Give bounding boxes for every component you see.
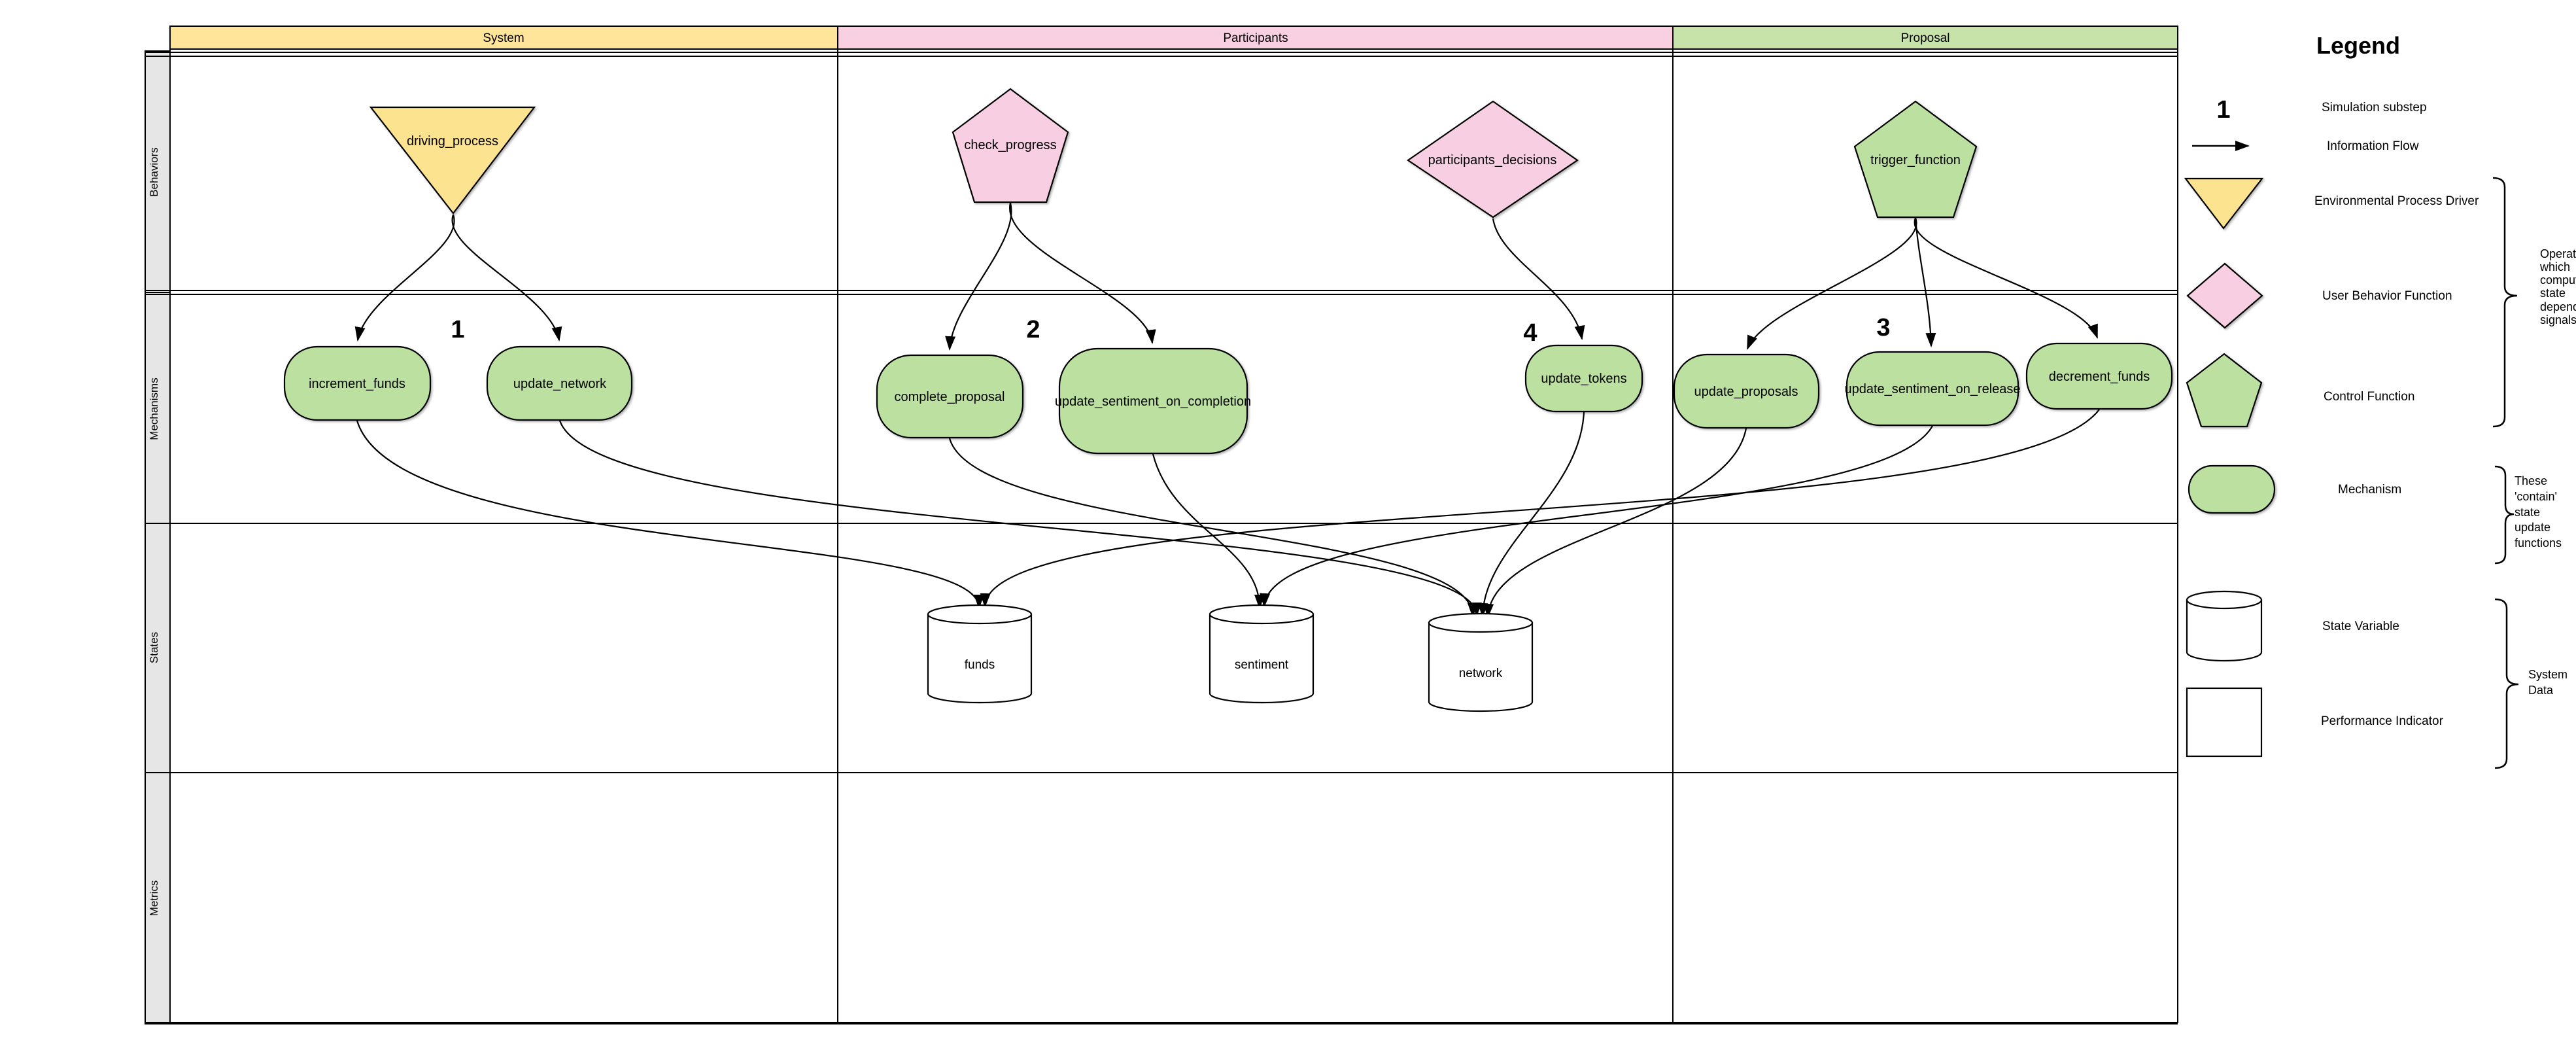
node-update-tokens[interactable] [1524,344,1643,413]
legend-item-user-behavior-function: User Behavior Function [2322,289,2452,303]
operators-brace [2492,177,2518,428]
node-participants-decisions-diamond[interactable] [1407,100,1579,219]
legend-item-environmental-process-driver: Environmental Process Driver [2314,194,2479,208]
legend-item-simulation-substep: Simulation substep [2322,101,2427,114]
edge-driving_process-increment_funds[interactable] [354,214,455,341]
node-check-progress-pentagon[interactable] [952,88,1069,203]
node-network-cylinder[interactable] [1428,612,1534,712]
node-label: funds [965,658,995,672]
user-behavior-function-icon[interactable] [2186,262,2263,329]
node-funds-cylinder[interactable] [927,604,1033,704]
edge-participants_decisions-update_tokens[interactable] [1492,218,1585,340]
information-flow-edges [354,202,2100,618]
substep-number-2: 2 [1026,316,1040,343]
legend-item-information-flow: Information Flow [2327,139,2419,153]
header-cell-proposal[interactable] [1672,26,2178,50]
edge-update_proposals-network[interactable] [1483,428,1747,618]
node-driving-process-triangle[interactable] [369,106,536,215]
row-label-mechanisms: Mechanisms [148,377,160,440]
row-label-states: States [148,632,160,663]
node-label: update_proposals [1694,385,1798,399]
legend-substep-symbol: 1 [2216,96,2230,124]
state-variable-icon[interactable] [2186,590,2263,662]
edge-check_progress-update_sentiment_on_completion[interactable] [1009,202,1156,344]
column-header-system: System [483,31,524,45]
edge-update_sentiment_on_completion-sentiment[interactable] [1152,453,1265,609]
edge-complete_proposal-network[interactable] [948,438,1478,618]
node-label: update_network [513,377,607,391]
row-label-behaviors: Behaviors [148,147,160,197]
row-label-metrics: Metrics [148,881,160,917]
node-label: complete_proposal [895,390,1005,404]
edge-increment_funds-funds[interactable] [356,420,984,609]
edge-decrement_funds-funds[interactable] [980,409,2100,608]
column-header-proposal: Proposal [1901,31,1950,45]
node-label: update_sentiment_on_release [1844,382,2020,396]
node-label: sentiment [1235,658,1289,672]
edge-driving_process-update_network[interactable] [451,214,562,341]
annotation-system-data: System Data [2528,668,2568,697]
node-label: network [1459,667,1503,680]
node-update-network[interactable] [486,345,633,421]
node-update-proposals[interactable] [1673,353,1820,429]
system-data-brace [2494,598,2519,769]
node-increment-funds[interactable] [283,345,432,421]
contain-brace [2494,465,2515,565]
node-label: participants_decisions [1428,153,1557,167]
node-label: update_tokens [1541,372,1626,386]
edge-update_sentiment_on_release-sentiment[interactable] [1260,425,1933,608]
legend-item-state-variable: State Variable [2322,620,2399,633]
node-update-sentiment-on-completion[interactable] [1058,347,1248,455]
environmental-process-driver-icon[interactable] [2184,177,2264,230]
node-label: driving_process [407,134,498,149]
substep-number-1: 1 [451,316,464,343]
edge-update_network-network[interactable] [558,420,1482,617]
node-label: trigger_function [1870,153,1961,167]
node-trigger-function-pentagon[interactable] [1853,100,1978,219]
legend-title: Legend [2316,32,2400,59]
substep-number-4: 4 [1523,319,1537,347]
annotation-contain: These 'contain' state update functions [2515,474,2562,550]
legend-item-control-function: Control Function [2324,390,2414,404]
node-update-sentiment-on-release[interactable] [1846,351,2019,427]
control-function-icon[interactable] [2186,353,2263,428]
column-header-participants: Participants [1223,31,1288,45]
node-decrement-funds[interactable] [2025,342,2173,410]
performance-indicator-icon[interactable] [2186,687,2263,758]
swimlane-grid [145,26,2178,1024]
node-label: update_sentiment_on_completion [1055,394,1251,409]
node-complete-proposal[interactable] [876,354,1024,439]
substep-number-3: 3 [1876,314,1890,341]
header-cell-participants[interactable] [837,26,1674,50]
edge-check_progress-complete_proposal[interactable] [945,202,1012,351]
mechanism-icon[interactable] [2188,464,2276,514]
edge-trigger_function-decrement_funds[interactable] [1914,217,2099,339]
legend-item-performance-indicator: Performance Indicator [2321,714,2444,728]
node-sentiment-cylinder[interactable] [1209,604,1314,704]
node-label: increment_funds [309,377,405,391]
node-label: decrement_funds [2049,370,2150,384]
node-label: check_progress [964,138,1056,152]
legend-item-mechanism: Mechanism [2338,483,2401,497]
edge-trigger_function-update_sentiment_on_release[interactable] [1914,217,1936,347]
edge-update_tokens-network[interactable] [1477,411,1585,618]
edge-trigger_function-update_proposals[interactable] [1746,217,1917,350]
annotation-operators: Operators which compute state dependent … [2540,247,2576,326]
